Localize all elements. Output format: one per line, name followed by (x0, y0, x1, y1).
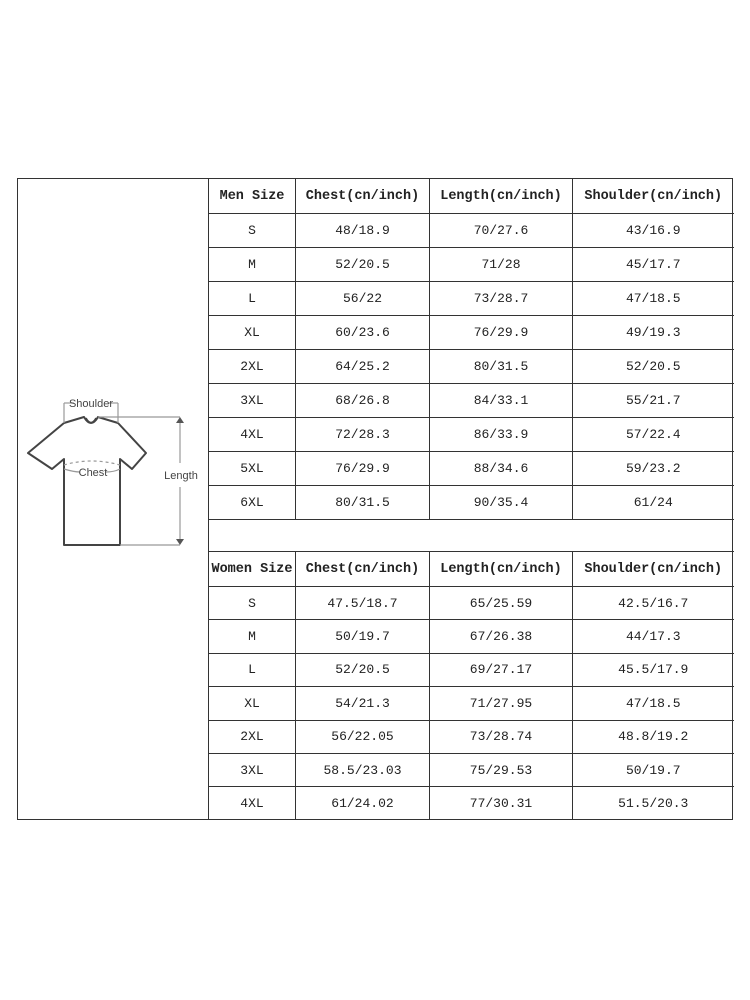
men-table-row-cell: 80/31.5 (429, 349, 573, 384)
men-table-row-cell: 80/31.5 (295, 485, 430, 520)
men-table-row-cell: 70/27.6 (429, 213, 573, 248)
women-table-row-cell: 71/27.95 (429, 686, 573, 721)
women-table-row-cell: 44/17.3 (572, 619, 734, 654)
women-table-row-cell: S (208, 585, 296, 621)
women-header-row-cell: Shoulder(cn/inch) (572, 551, 734, 587)
men-table-row-cell: 90/35.4 (429, 485, 573, 520)
women-table-row-cell: L (208, 652, 296, 688)
men-table-row-cell: XL (208, 315, 296, 350)
men-table-row-cell: 73/28.7 (429, 281, 573, 316)
tshirt-measure-icon: Shoulder Chest Length (27, 398, 198, 546)
men-table-row-cell: 84/33.1 (429, 383, 573, 418)
women-header-row-cell: Chest(cn/inch) (295, 551, 430, 587)
women-table-row-cell: 56/22.05 (295, 719, 430, 754)
women-table-row-cell: 61/24.02 (295, 786, 430, 820)
women-table-row-cell: 69/27.17 (429, 652, 573, 688)
men-table-row-cell: 43/16.9 (572, 213, 734, 248)
women-table-row-cell: 75/29.53 (429, 752, 573, 788)
spacer-row (208, 519, 734, 552)
women-table-row-cell: 4XL (208, 786, 296, 820)
men-table-row-cell: 55/21.7 (572, 383, 734, 418)
men-table-row-cell: 48/18.9 (295, 213, 430, 248)
women-table-row-cell: 42.5/16.7 (572, 585, 734, 621)
men-table-row-cell: 49/19.3 (572, 315, 734, 350)
tshirt-diagram-cell: Shoulder Chest Length (18, 179, 209, 819)
men-header-row-cell: Shoulder(cn/inch) (572, 179, 734, 214)
men-table-row-cell: 52/20.5 (572, 349, 734, 384)
women-table-row-cell: XL (208, 686, 296, 721)
men-table-row-cell: 45/17.7 (572, 247, 734, 282)
women-table-row-cell: 48.8/19.2 (572, 719, 734, 754)
chest-label: Chest (79, 467, 108, 479)
men-table-row-cell: L (208, 281, 296, 316)
men-table-row-cell: 86/33.9 (429, 417, 573, 452)
men-table-row-cell: 6XL (208, 485, 296, 520)
men-table-row-cell: M (208, 247, 296, 282)
women-table-row-cell: M (208, 619, 296, 654)
men-table-row-cell: 61/24 (572, 485, 734, 520)
women-header-row-cell: Length(cn/inch) (429, 551, 573, 587)
men-table-row-cell: 52/20.5 (295, 247, 430, 282)
men-table-row-cell: 71/28 (429, 247, 573, 282)
men-table-row-cell: 4XL (208, 417, 296, 452)
women-table-row-cell: 50/19.7 (572, 752, 734, 788)
women-table-row-cell: 45.5/17.9 (572, 652, 734, 688)
men-header-row-cell: Length(cn/inch) (429, 179, 573, 214)
women-table-row-cell: 58.5/23.03 (295, 752, 430, 788)
men-table-row-cell: 88/34.6 (429, 451, 573, 486)
women-table-row-cell: 65/25.59 (429, 585, 573, 621)
women-table-row-cell: 47.5/18.7 (295, 585, 430, 621)
men-table-row-cell: 76/29.9 (295, 451, 430, 486)
spacer-cell (208, 519, 734, 552)
men-header-row-cell: Chest(cn/inch) (295, 179, 430, 214)
men-table-row-cell: 59/23.2 (572, 451, 734, 486)
men-table-row-cell: 2XL (208, 349, 296, 384)
women-table-row-cell: 52/20.5 (295, 652, 430, 688)
shoulder-label: Shoulder (69, 398, 113, 410)
women-table-row-cell: 54/21.3 (295, 686, 430, 721)
women-header-row-cell: Women Size (208, 551, 296, 587)
men-table-row-cell: 60/23.6 (295, 315, 430, 350)
men-table-row-cell: 76/29.9 (429, 315, 573, 350)
women-table-row-cell: 67/26.38 (429, 619, 573, 654)
men-table-row-cell: 3XL (208, 383, 296, 418)
men-table-row-cell: 47/18.5 (572, 281, 734, 316)
women-table-row-cell: 73/28.74 (429, 719, 573, 754)
men-table-row-cell: 68/26.8 (295, 383, 430, 418)
men-table-row-cell: 56/22 (295, 281, 430, 316)
men-table-row-cell: S (208, 213, 296, 248)
men-header-row-cell: Men Size (208, 179, 296, 214)
length-label: Length (164, 470, 198, 482)
women-table-row-cell: 77/30.31 (429, 786, 573, 820)
men-table-row-cell: 64/25.2 (295, 349, 430, 384)
women-table-row-cell: 50/19.7 (295, 619, 430, 654)
men-table-row-cell: 5XL (208, 451, 296, 486)
men-table-row-cell: 72/28.3 (295, 417, 430, 452)
women-table-row-cell: 47/18.5 (572, 686, 734, 721)
women-table-row-cell: 51.5/20.3 (572, 786, 734, 820)
men-table-row-cell: 57/22.4 (572, 417, 734, 452)
women-table-row-cell: 2XL (208, 719, 296, 754)
women-table-row-cell: 3XL (208, 752, 296, 788)
